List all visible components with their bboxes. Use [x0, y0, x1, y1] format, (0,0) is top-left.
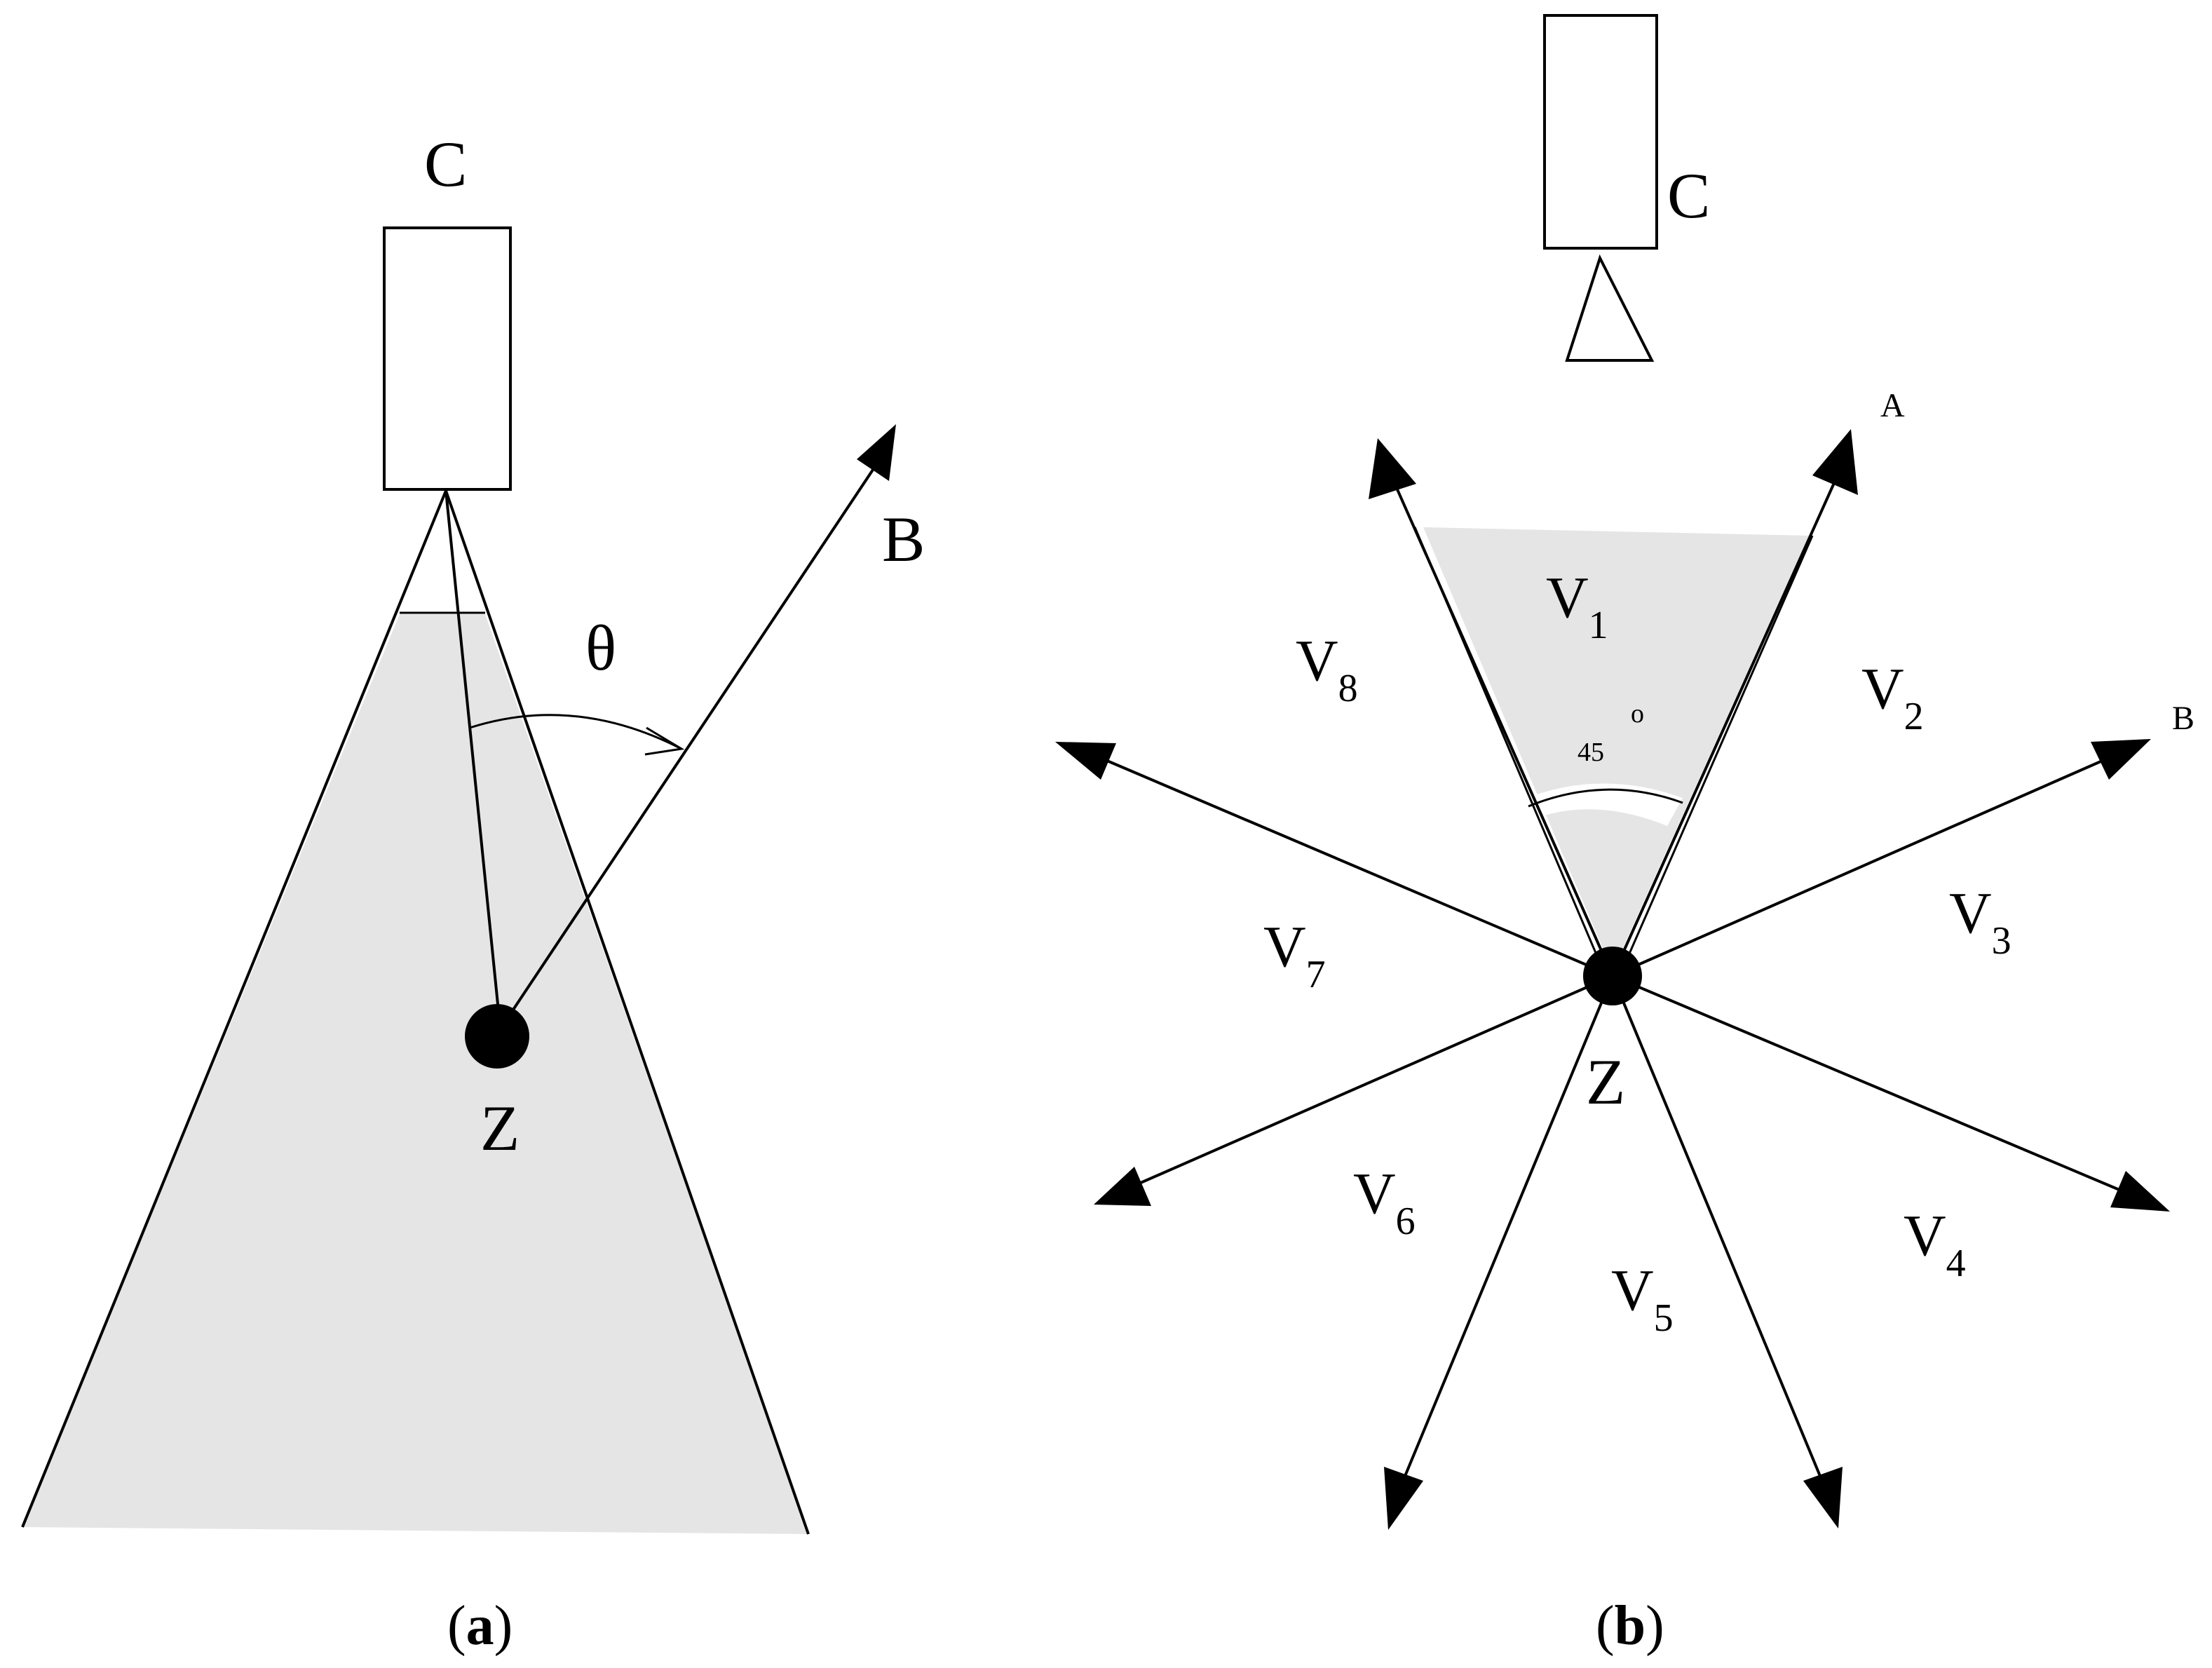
camera-field-of-view [22, 614, 808, 1534]
sector-labels: V1 V2 V3 V4 V5 V6 V7 V8 [1263, 565, 2011, 1340]
sector-v1-shade [1423, 527, 1809, 971]
ray-right-down [1612, 975, 2125, 1193]
ray-down-left-arrowhead [1384, 1467, 1423, 1530]
angle-band [1520, 783, 1683, 826]
ray-down-left [1402, 975, 1614, 1480]
ray-left-up [1101, 757, 1613, 977]
camera-label: C [424, 128, 467, 200]
object-z-label: Z [480, 1092, 520, 1164]
ray-up-left-inner [1413, 527, 1607, 977]
angle-45-arc [1528, 788, 1683, 808]
ray-down-right-arrowhead [1803, 1467, 1843, 1528]
camera-lens-triangle [1565, 254, 1655, 362]
object-z-label-b: Z [1586, 1046, 1625, 1118]
sector-label-v2: V2 [1861, 656, 1924, 738]
camera-box-b [1543, 14, 1658, 250]
ray-down-right [1611, 975, 1823, 1480]
caption-b: (b) [1596, 1595, 1664, 1657]
object-z-dot [465, 1004, 529, 1069]
fov-right-edge [445, 490, 810, 1535]
camera-to-object-line [445, 490, 501, 1019]
direction-b-arrowhead [857, 424, 896, 481]
dir-a-label: A [1880, 387, 1905, 424]
caption-a: (a) [447, 1595, 513, 1657]
ray-a-inner [1618, 535, 1814, 977]
ray-b [1612, 756, 2111, 977]
dir-b-label: B [2172, 700, 2194, 737]
theta-arc-arrow [644, 726, 685, 756]
ray-left-down-arrowhead [1094, 1167, 1151, 1206]
angle-45-unit: o [1631, 699, 1644, 728]
sector-label-v7: V7 [1263, 914, 1326, 996]
camera-label-b: C [1667, 160, 1710, 231]
camera-box [383, 226, 512, 491]
sector-label-v1: V1 [1546, 565, 1608, 647]
ray-right-down-arrowhead [2110, 1171, 2170, 1212]
theta-arc [469, 714, 682, 750]
sector-label-v8: V8 [1296, 628, 1358, 710]
theta-label: θ [585, 612, 616, 684]
panel-b: C A B [1055, 14, 2194, 1657]
sector-label-v3: V3 [1949, 881, 2011, 963]
direction-rays: A B [1055, 387, 2194, 1530]
sector-label-v4: V4 [1904, 1203, 1966, 1285]
angle-45-value: 45 [1577, 738, 1604, 767]
direction-b-label: B [882, 503, 925, 575]
ray-a [1611, 476, 1838, 977]
ray-left-down [1135, 975, 1613, 1186]
ray-a-arrowhead [1812, 429, 1858, 495]
ray-left-up-arrowhead [1055, 742, 1116, 780]
sector-label-v6: V6 [1353, 1161, 1416, 1243]
direction-b-line [498, 458, 881, 1032]
panel-a: C B θ Z (a) [21, 128, 925, 1657]
sector-label-v5: V5 [1611, 1258, 1674, 1340]
ray-b-arrowhead [2091, 739, 2151, 780]
object-z-dot-b [1583, 947, 1642, 1005]
fov-left-edge [21, 490, 447, 1528]
ray-up-left-arrowhead [1369, 438, 1416, 499]
